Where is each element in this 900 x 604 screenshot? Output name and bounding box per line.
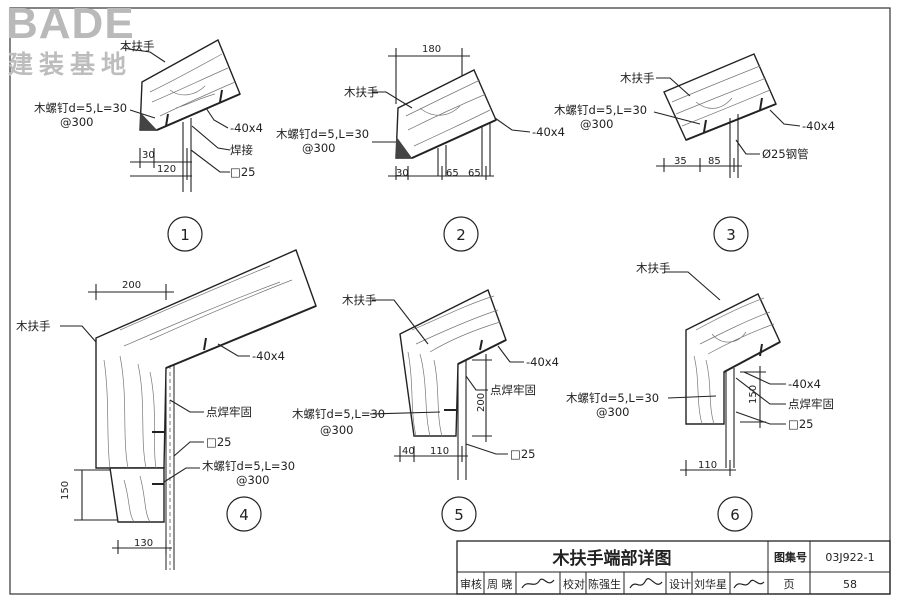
watermark-logo: BADE 建装基地 [6, 0, 171, 80]
detail-6 [664, 271, 786, 476]
detail-markers [167, 216, 753, 532]
detail-3 [653, 53, 801, 178]
detail-marker-4 [226, 496, 262, 532]
sheet-border [9, 7, 891, 595]
drawing-title: 木扶手端部详图 [552, 548, 672, 569]
detail-marker-1 [167, 216, 203, 252]
d5-tube-label: □25 [510, 447, 536, 461]
detail-1 [121, 39, 241, 192]
d1-spacing-label: @300 [60, 115, 93, 129]
d6-flatbar-label: -40x4 [788, 377, 821, 391]
designer-name: 刘华星 [694, 577, 727, 591]
d4-spacing-label: @300 [236, 473, 269, 487]
d1-handrail-label: 木扶手 [120, 39, 155, 53]
d6-spotweld-label: 点焊牢固 [788, 397, 834, 411]
detail-number-1: 1 [180, 226, 190, 244]
d2-spacing-label: @300 [302, 141, 335, 155]
d4-flatbar-label: -40x4 [252, 349, 285, 363]
d5-spacing-label: @300 [320, 423, 353, 437]
d2-dim-65b: 65 [468, 168, 481, 179]
detail-5 [369, 289, 524, 480]
detail-marker-2 [443, 216, 479, 252]
logo-subtitle: 建装基地 [8, 50, 133, 79]
d2-dim-30: 30 [396, 168, 409, 179]
detail-marker-5 [441, 496, 477, 532]
d2-flatbar-label: -40x4 [532, 125, 565, 139]
atlas-number: 03J922-1 [825, 551, 874, 564]
review-label: 审核 [460, 577, 482, 591]
d4-tube-label: □25 [206, 435, 232, 449]
detail-number-4: 4 [239, 506, 249, 524]
d6-spacing-label: @300 [596, 405, 629, 419]
d2-dim-180: 180 [422, 44, 441, 55]
d3-flatbar-label: -40x4 [802, 119, 835, 133]
d1-dim-120: 120 [157, 164, 176, 175]
d3-dim-35: 35 [674, 156, 687, 167]
check-label: 校对 [563, 577, 585, 591]
detail-2 [372, 48, 531, 180]
detail-number-5: 5 [454, 506, 464, 524]
d1-flatbar-label: -40x4 [230, 121, 263, 135]
d5-handrail-label: 木扶手 [342, 293, 377, 307]
detail-number-2: 2 [456, 226, 466, 244]
d4-spotweld-label: 点焊牢固 [206, 405, 252, 419]
d5-dim-40: 40 [402, 446, 415, 457]
d1-screw-label: 木螺钉d=5,L=30 [34, 101, 127, 115]
title-block [456, 540, 891, 595]
d3-dim-85: 85 [708, 156, 721, 167]
d4-screw-label: 木螺钉d=5,L=30 [202, 459, 295, 473]
atlas-label: 图集号 [774, 550, 807, 564]
d3-screw-label: 木螺钉d=5,L=30 [554, 103, 647, 117]
logo-brand: BADE [6, 0, 135, 48]
d2-screw-label: 木螺钉d=5,L=30 [276, 127, 369, 141]
page-number: 58 [843, 578, 857, 591]
d4-dim-130: 130 [134, 538, 153, 549]
d5-screw-label: 木螺钉d=5,L=30 [292, 407, 385, 421]
d5-dim-200: 200 [476, 393, 487, 412]
d5-flatbar-label: -40x4 [526, 355, 559, 369]
detail-number-3: 3 [726, 226, 736, 244]
d1-tube-label: □25 [230, 165, 256, 179]
checker-name: 陈强生 [588, 577, 621, 591]
d3-pipe-label: Ø25钢管 [762, 147, 809, 161]
detail-number-6: 6 [730, 506, 740, 524]
d5-dim-110: 110 [430, 446, 449, 457]
detail-marker-3 [713, 216, 749, 252]
d6-handrail-label: 木扶手 [636, 261, 671, 275]
detail-marker-6 [717, 496, 753, 532]
d6-dim-110: 110 [698, 460, 717, 471]
d4-dim-150: 150 [60, 481, 71, 500]
design-label: 设计 [669, 578, 691, 591]
d2-dim-65a: 65 [446, 168, 459, 179]
page-label: 页 [784, 578, 795, 591]
d6-dim-150: 150 [748, 385, 759, 404]
d4-handrail-label: 木扶手 [16, 319, 51, 333]
d5-spotweld-label: 点焊牢固 [490, 383, 536, 397]
d3-handrail-label: 木扶手 [620, 71, 655, 85]
d2-handrail-label: 木扶手 [344, 85, 379, 99]
d4-dim-200: 200 [122, 280, 141, 291]
detail-4 [60, 249, 317, 570]
d6-screw-label: 木螺钉d=5,L=30 [566, 391, 659, 405]
d3-spacing-label: @300 [580, 117, 613, 131]
d1-weld-label: 焊接 [230, 143, 253, 157]
d6-tube-label: □25 [788, 417, 814, 431]
reviewer-name: 周 晓 [487, 578, 513, 591]
d1-dim-30: 30 [142, 150, 155, 161]
